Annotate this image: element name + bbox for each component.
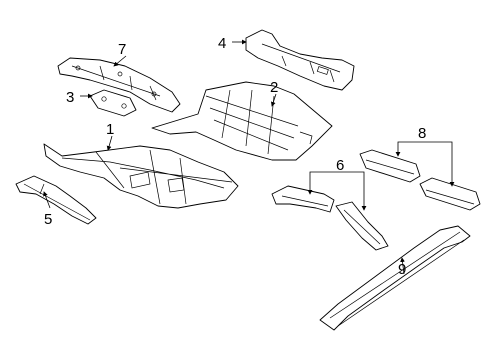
part-8-rails — [359, 149, 481, 211]
callout-8: 8 — [418, 125, 426, 142]
callout-2: 2 — [270, 79, 278, 96]
callout-7: 7 — [118, 41, 126, 58]
part-4-rear-crossmember — [245, 29, 355, 91]
callout-1: 1 — [106, 121, 114, 138]
callout-9: 9 — [398, 261, 406, 278]
callout-3: 3 — [66, 89, 74, 106]
part-1-front-floor — [43, 143, 239, 209]
part-9-sill-rail — [319, 225, 471, 331]
part-7-crossmember — [57, 57, 181, 113]
callout-4: 4 — [218, 35, 226, 52]
callout-6: 6 — [336, 157, 344, 174]
leader-lines — [43, 39, 455, 275]
part-5-bracket — [15, 175, 97, 225]
part-6-brackets — [271, 185, 389, 251]
part-2-rear-floor — [151, 81, 333, 161]
callout-5: 5 — [44, 211, 52, 228]
part-3-plate — [89, 89, 137, 117]
